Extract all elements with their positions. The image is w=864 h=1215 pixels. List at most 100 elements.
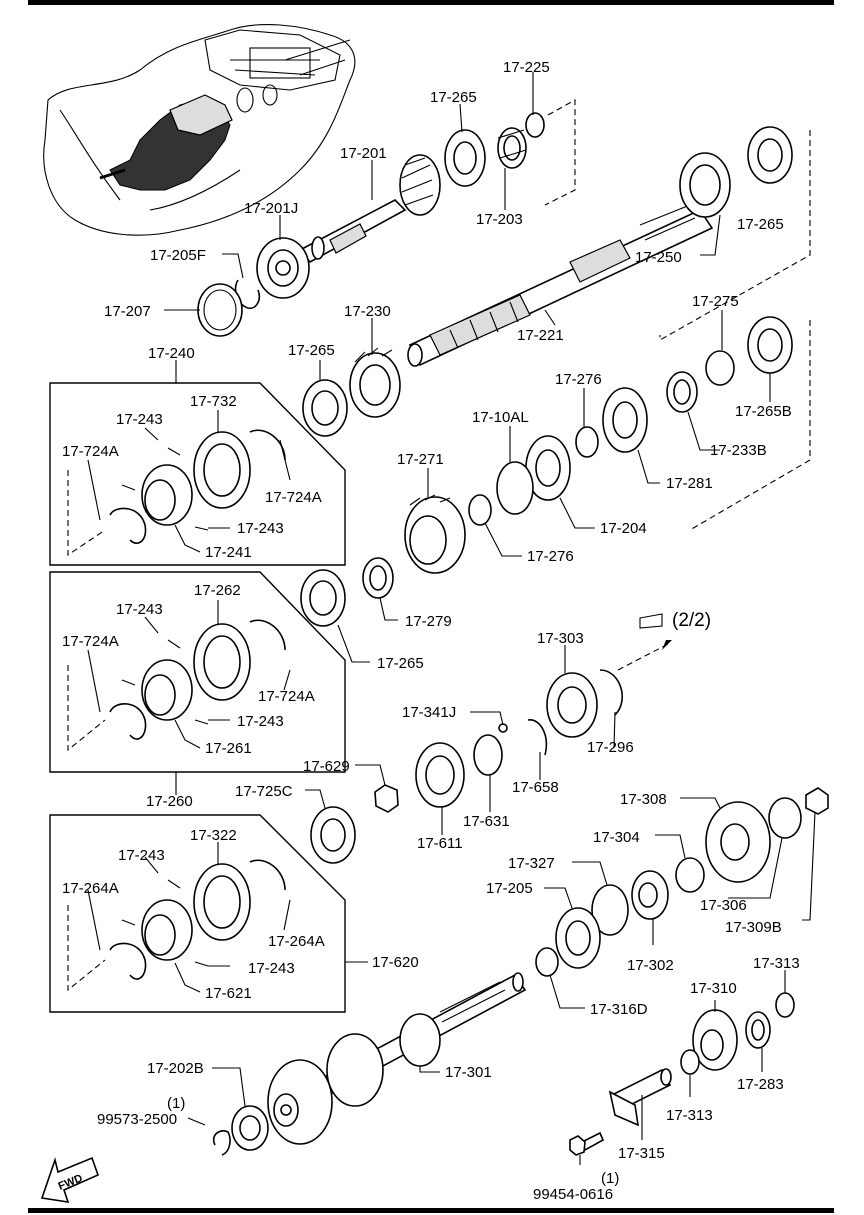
label-17-201J: 17-201J xyxy=(244,200,298,217)
label-17-203: 17-203 xyxy=(476,211,523,228)
label-17-276-upper: 17-276 xyxy=(555,371,602,388)
label-17-341J: 17-341J xyxy=(402,704,456,721)
transmission-overview-sketch xyxy=(43,24,356,236)
label-17-276-lower: 17-276 xyxy=(527,548,574,565)
label-17-283: 17-283 xyxy=(737,1076,784,1093)
hub-17-725C xyxy=(310,806,356,864)
nut-17-309B xyxy=(805,787,829,815)
washer-17-207 xyxy=(197,283,243,337)
ring-17-10AL xyxy=(496,461,534,515)
continuation-dash xyxy=(617,642,671,671)
label-17-724A-b2: 17-724A xyxy=(258,688,315,705)
countershaft-17-201 xyxy=(298,154,441,264)
label-99454-0616: 99454-0616 xyxy=(533,1186,613,1203)
label-17-260: 17-260 xyxy=(146,793,193,810)
part-label-layer: 17-225 17-265 17-201 17-201J 17-203 17-2… xyxy=(57,59,800,1203)
washer-17-313-lower xyxy=(680,1049,700,1075)
nut-17-629 xyxy=(374,784,399,813)
synchro-ring-17-265-mid xyxy=(302,379,348,437)
label-17-205: 17-205 xyxy=(486,880,533,897)
label-17-309B: 17-309B xyxy=(725,919,782,936)
page-ref-label: (2/2) xyxy=(672,610,711,631)
label-17-327: 17-327 xyxy=(508,855,555,872)
snap-ring-17-658 xyxy=(527,719,547,756)
bolt-99454-0616 xyxy=(569,1131,605,1156)
label-17-310: 17-310 xyxy=(690,980,737,997)
label-17-243-b1: 17-243 xyxy=(116,601,163,618)
input-shaft-17-301 xyxy=(267,972,527,1145)
label-17-611: 17-611 xyxy=(417,835,463,852)
label-17-658: 17-658 xyxy=(512,779,559,796)
label-17-243-c1: 17-243 xyxy=(118,847,165,864)
needle-bearing-17-279 xyxy=(362,557,394,599)
label-17-281: 17-281 xyxy=(666,475,713,492)
label-17-308: 17-308 xyxy=(620,791,667,808)
label-17-204: 17-204 xyxy=(600,520,647,537)
needle-bearing-17-203 xyxy=(497,127,527,169)
washer-17-313-upper xyxy=(775,992,795,1018)
snap-ring-99573-2500 xyxy=(212,1130,231,1156)
label-17-296: 17-296 xyxy=(587,739,634,756)
washer-17-276-lower xyxy=(468,494,492,526)
label-17-315: 17-315 xyxy=(618,1145,665,1162)
label-17-243-b2: 17-243 xyxy=(237,713,284,730)
label-17-306: 17-306 xyxy=(700,897,747,914)
gear-17-302 xyxy=(631,870,669,920)
label-17-304: 17-304 xyxy=(593,829,640,846)
leader-lines xyxy=(87,72,816,1165)
fwd-arrow xyxy=(40,1156,100,1203)
label-17-201: 17-201 xyxy=(340,145,387,162)
bearing-17-303 xyxy=(546,672,598,738)
label-17-279: 17-279 xyxy=(405,613,452,630)
label-17-230: 17-230 xyxy=(344,303,391,320)
hand-pointer-icon xyxy=(639,613,663,629)
alignment-dash-right-2 xyxy=(689,320,811,531)
label-17-265-right: 17-265 xyxy=(737,216,784,233)
label-17-620: 17-620 xyxy=(372,954,419,971)
pin-17-341J xyxy=(498,723,508,733)
label-17-243-c2: 17-243 xyxy=(248,960,295,977)
label-17-316D: 17-316D xyxy=(590,1001,648,1018)
idler-shaft-17-315 xyxy=(608,1068,672,1127)
alignment-dash-top xyxy=(544,99,576,206)
label-17-225: 17-225 xyxy=(503,59,550,76)
mainshaft-17-221 xyxy=(407,204,714,367)
label-17-302: 17-302 xyxy=(627,957,674,974)
label-17-202B: 17-202B xyxy=(147,1060,204,1077)
alignment-dash-right xyxy=(659,130,811,341)
label-17-725C: 17-725C xyxy=(235,783,293,800)
label-17-301: 17-301 xyxy=(445,1064,492,1081)
label-17-265-top: 17-265 xyxy=(430,89,477,106)
label-17-265B: 17-265B xyxy=(735,403,792,420)
label-17-265-low: 17-265 xyxy=(377,655,424,672)
ring-17-631 xyxy=(473,734,503,776)
synchro-ring-upper xyxy=(444,129,486,187)
label-17-221: 17-221 xyxy=(517,327,564,344)
label-17-264A-c1: 17-264A xyxy=(62,880,119,897)
label-17-205F: 17-205F xyxy=(150,247,206,264)
label-17-313-lower: 17-313 xyxy=(666,1107,713,1124)
label-17-732: 17-732 xyxy=(190,393,237,410)
label-17-240: 17-240 xyxy=(148,345,195,362)
gear-17-308 xyxy=(705,801,771,883)
label-17-261: 17-261 xyxy=(205,740,252,757)
washer-17-276-upper xyxy=(575,426,599,458)
label-17-271: 17-271 xyxy=(397,451,444,468)
ring-17-265-low xyxy=(300,569,346,627)
label-17-207: 17-207 xyxy=(104,303,151,320)
kit-box-17-260 xyxy=(49,571,346,773)
label-17-631: 17-631 xyxy=(463,813,510,830)
gear-17-281 xyxy=(602,387,648,453)
label-17-275: 17-275 xyxy=(692,293,739,310)
bearing-17-250 xyxy=(679,152,731,218)
kit-box-17-240 xyxy=(49,382,346,566)
label-17-262: 17-262 xyxy=(194,582,241,599)
bearing-17-202B xyxy=(231,1105,269,1151)
bearing-17-205 xyxy=(555,907,601,969)
collar-17-316D xyxy=(535,947,559,977)
snap-ring-17-225 xyxy=(525,112,545,138)
label-qty-99573: (1) xyxy=(167,1095,185,1112)
label-17-724A-b1: 17-724A xyxy=(62,633,119,650)
